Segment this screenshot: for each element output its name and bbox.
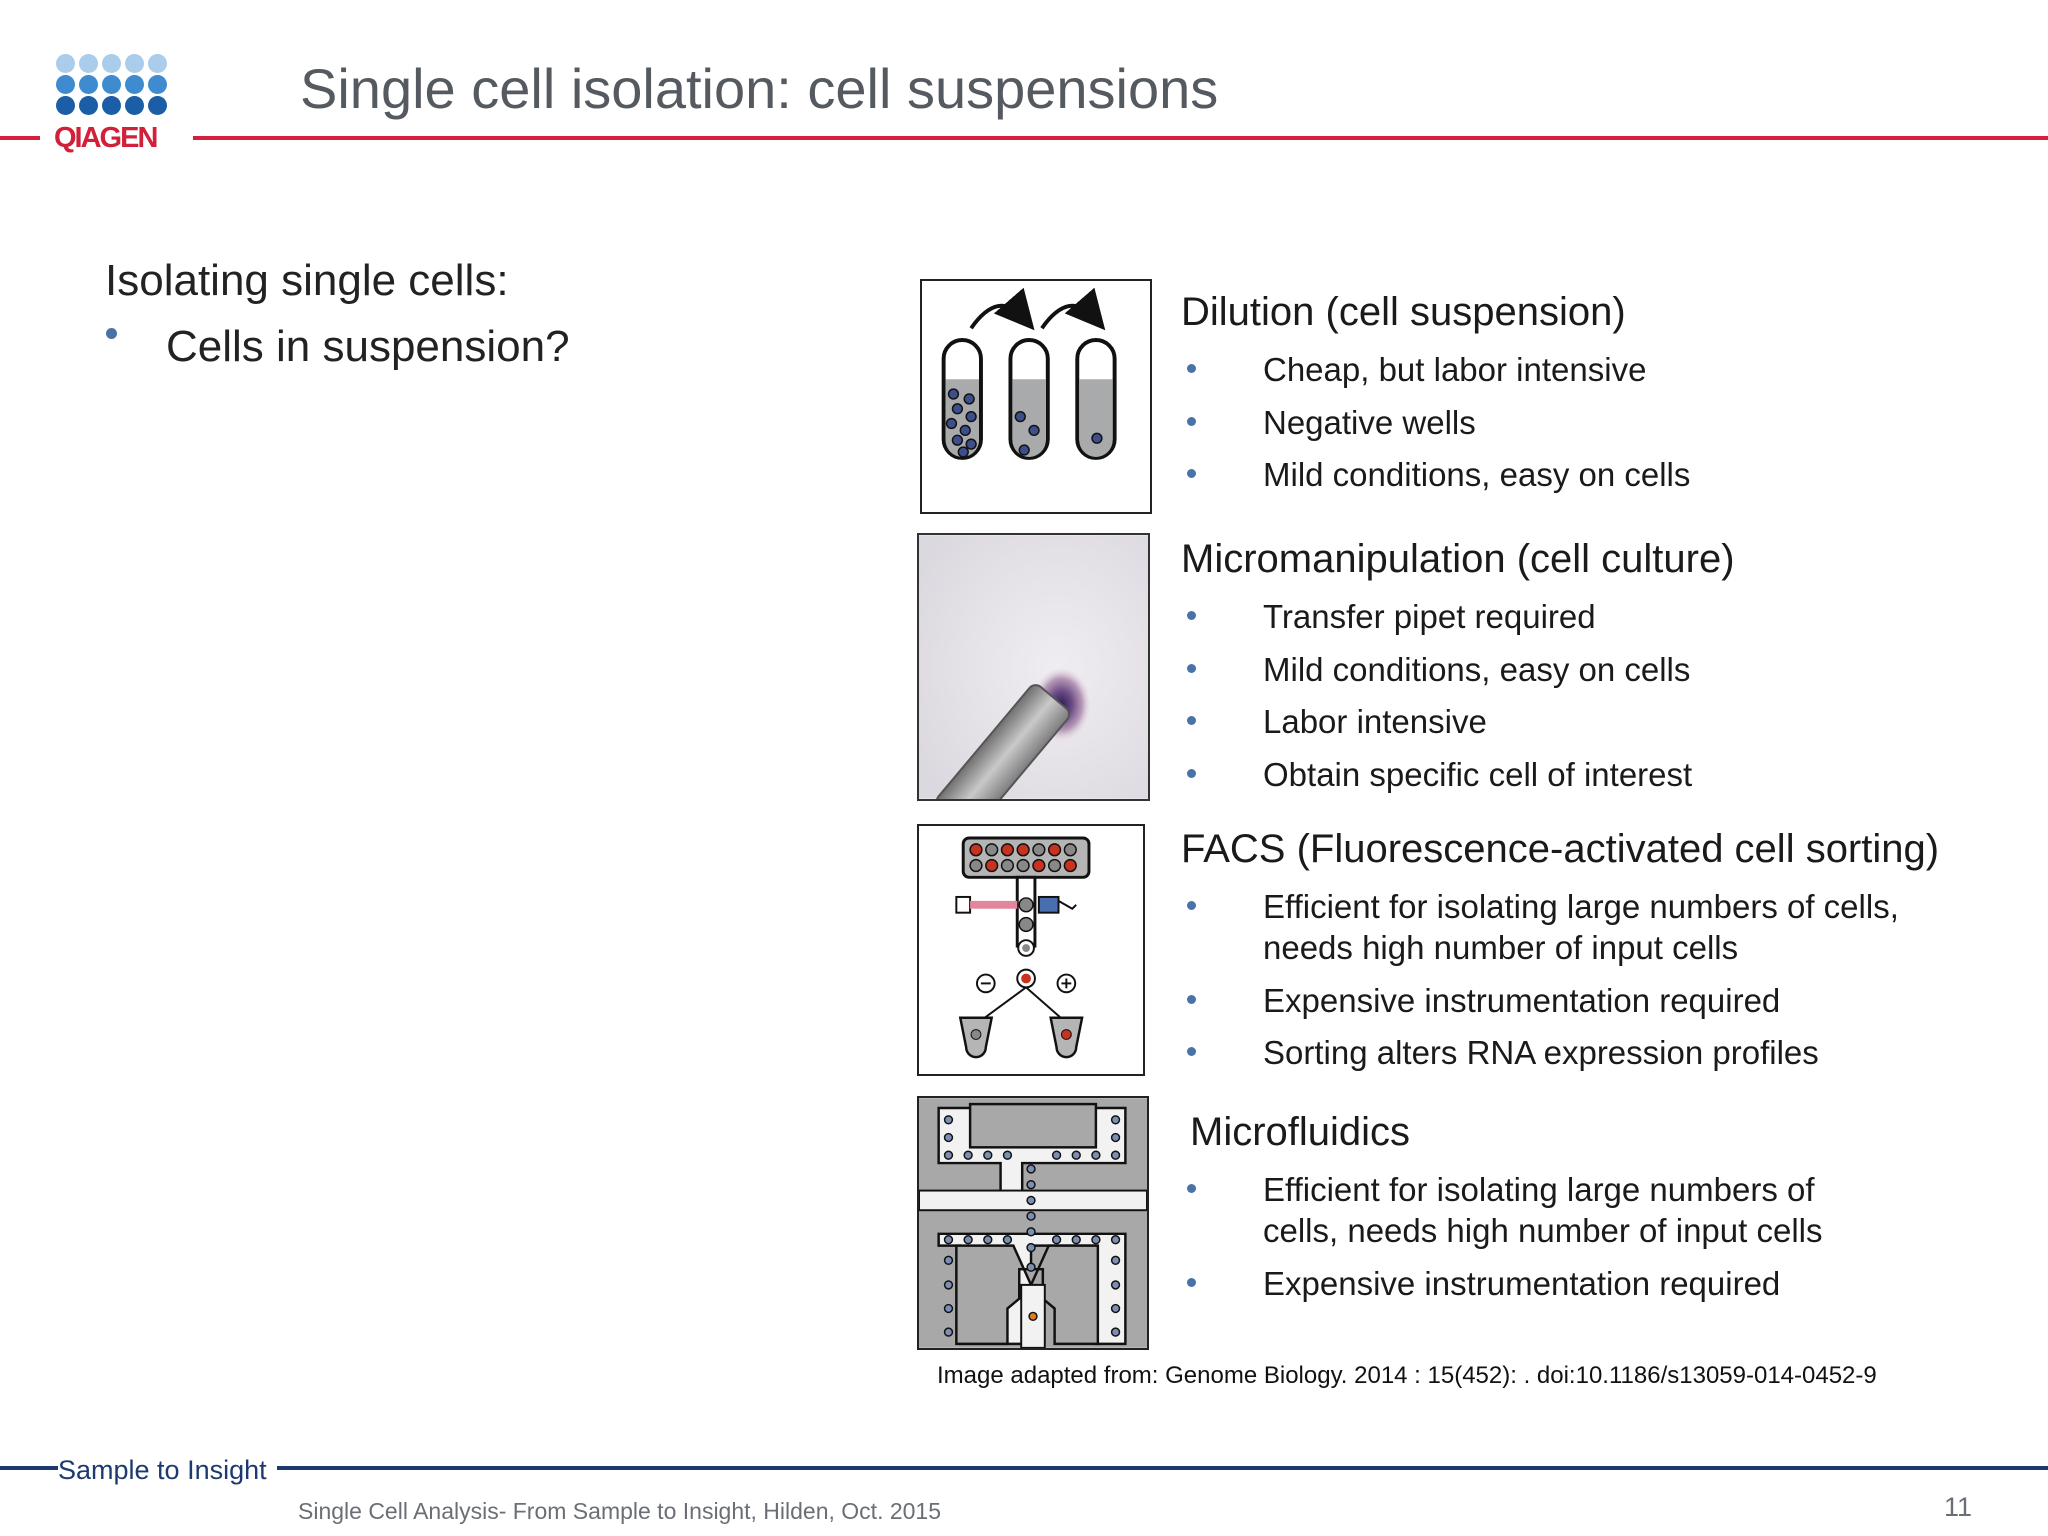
microfluidic-svg [919,1098,1147,1348]
bullet-dot [106,328,117,339]
logo-dot [148,54,167,73]
bullet-dot [1187,469,1196,478]
header-rule-left [0,136,40,140]
bullet-dot [1187,1047,1196,1056]
method-heading-facs: FACS (Fluorescence-activated cell sortin… [1181,827,1940,871]
logo-dot [125,96,144,115]
bullet-dot [1187,663,1196,673]
footer-text: Single Cell Analysis- From Sample to Ins… [298,1498,942,1524]
facs-svg [955,836,1091,1059]
list-item: Expensive instrumentation required [1181,1263,1823,1304]
slide-title: Single cell isolation: cell suspensions [300,57,1219,120]
intro-bullet: Cells in suspension? [166,322,570,371]
logo-dot [56,54,75,73]
method-bullets-dilution: Cheap, but labor intensive Negative well… [1181,349,1690,507]
bullet-dot [1187,416,1196,426]
method-bullets-facs: Efficient for isolating large numbers of… [1181,886,1899,1085]
dilution-tubes-diagram [920,279,1152,514]
method-heading-microfluidics: Microfluidics [1190,1110,1411,1154]
logo-dot [102,54,121,73]
page-number: 11 [1943,1492,1972,1522]
list-item: Cheap, but labor intensive [1181,349,1690,390]
facs-sorter-diagram [917,824,1145,1076]
list-item: Mild conditions, easy on cells [1181,454,1690,495]
header-rule [193,136,2048,140]
logo-dot [56,96,75,115]
method-heading-micromanipulation: Micromanipulation (cell culture) [1181,537,1735,581]
logo-dot [79,54,98,73]
list-item: Negative wells [1181,402,1690,443]
bullet-dot [1187,768,1196,778]
logo-dot [148,96,167,115]
logo-dot [56,75,75,94]
logo-dot [125,75,144,94]
logo-dot [148,75,167,94]
bullet-dot [1187,994,1196,1004]
logo-dot [125,54,144,73]
list-item: Mild conditions, easy on cells [1181,649,1692,690]
list-item: Expensive instrumentation required [1181,980,1899,1021]
method-heading-dilution: Dilution (cell suspension) [1181,290,1626,334]
intro-heading: Isolating single cells: [105,256,509,305]
dilution-svg [941,287,1117,460]
logo-dot [102,75,121,94]
bullet-dot [1187,364,1196,373]
logo-dot [102,96,121,115]
footer-rule [0,1466,2048,1470]
image-citation: Image adapted from: Genome Biology. 2014… [937,1362,1877,1389]
bullet-dot [1187,901,1196,910]
bullet-dot [1187,1184,1196,1193]
bullet-dot [1187,1277,1196,1287]
list-item: Efficient for isolating large numbers of… [1181,1169,1823,1251]
micropipette-cell-photo [917,533,1150,801]
logo-dot [79,96,98,115]
bullet-dot [1187,716,1196,725]
logo-wordmark: QIAGEN [54,122,158,154]
logo-dot [79,75,98,94]
micropipette-svg [919,535,1148,799]
method-bullets-microfluidics: Efficient for isolating large numbers of… [1181,1169,1823,1315]
footer-tagline: Sample to Insight [58,1455,277,1486]
list-item: Labor intensive [1181,701,1692,742]
list-item: Sorting alters RNA expression profiles [1181,1032,1899,1073]
microfluidic-chip-diagram [917,1096,1149,1350]
method-bullets-micromanipulation: Transfer pipet required Mild conditions,… [1181,596,1692,806]
bullet-dot [1187,611,1196,620]
list-item: Obtain specific cell of interest [1181,754,1692,795]
list-item: Transfer pipet required [1181,596,1692,637]
qiagen-logo: QIAGEN [54,54,184,154]
list-item: Efficient for isolating large numbers of… [1181,886,1899,968]
